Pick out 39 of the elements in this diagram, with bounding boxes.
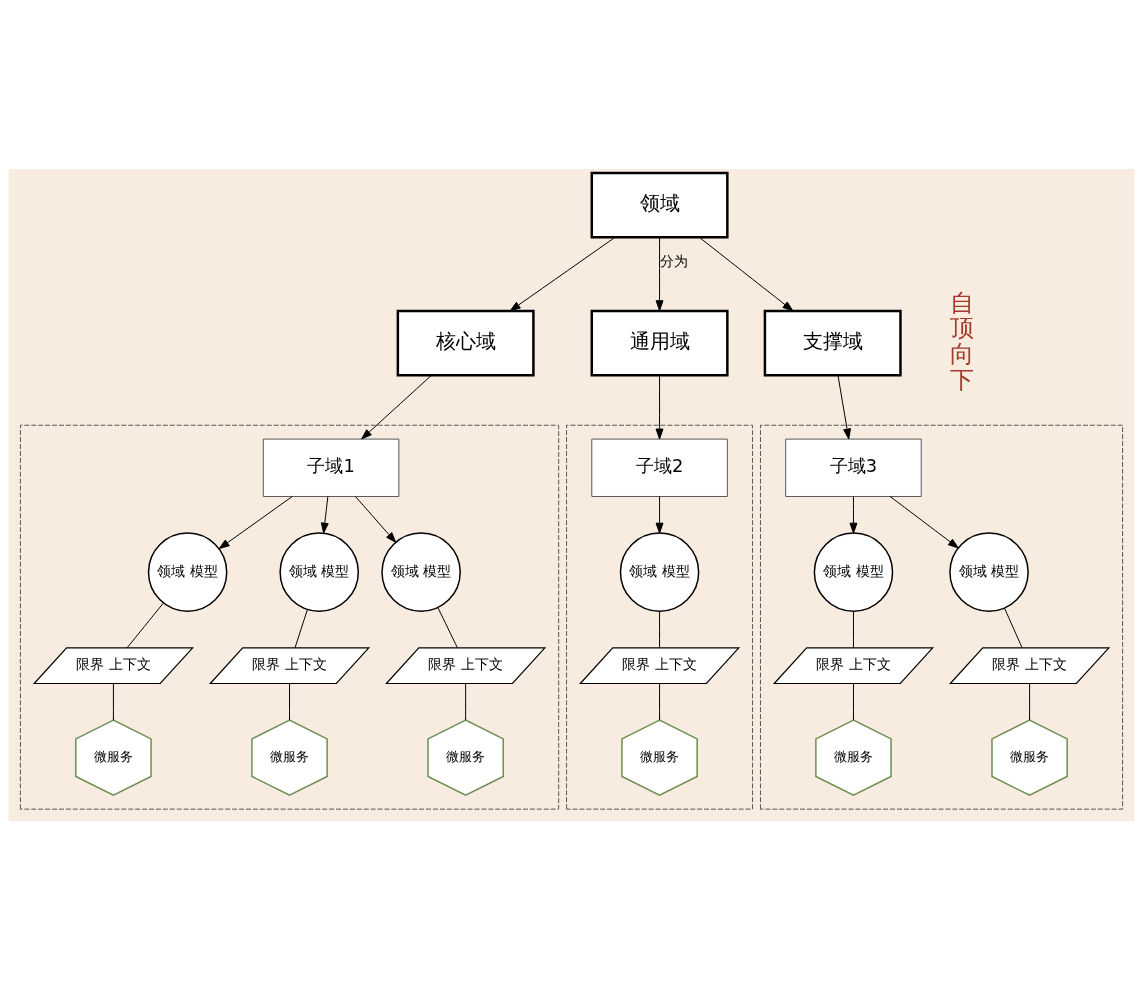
connector <box>659 683 661 721</box>
label: 自顶向下 <box>949 288 974 394</box>
node-box: 核心域 <box>396 309 535 377</box>
arrow <box>361 374 432 440</box>
node-box: 子域3 <box>785 438 922 497</box>
connector <box>465 683 467 721</box>
connector <box>126 602 164 649</box>
arrow <box>320 496 329 534</box>
arrow <box>698 236 794 312</box>
arrow <box>218 496 293 550</box>
arrow <box>849 496 858 534</box>
connector <box>1029 683 1031 721</box>
arrow <box>509 236 616 312</box>
connector <box>437 607 458 649</box>
node-box: 支撑域 <box>763 309 902 377</box>
cluster <box>566 424 754 810</box>
node-box: 子域1 <box>262 438 400 497</box>
arrow <box>655 496 664 534</box>
node-circle: 领域 模型 <box>813 532 894 612</box>
arrow <box>655 236 664 312</box>
arrow <box>837 374 851 440</box>
arrow <box>354 496 397 543</box>
arrow <box>655 374 664 440</box>
connector <box>659 610 661 648</box>
node-circle: 领域 模型 <box>619 532 700 612</box>
connector <box>112 683 114 721</box>
node-box: 通用域 <box>590 309 729 377</box>
connector <box>289 683 291 721</box>
arrow <box>889 496 959 549</box>
node-circle: 领域 模型 <box>279 532 360 612</box>
connector <box>294 609 308 649</box>
node-box: 子域2 <box>591 438 728 497</box>
cluster <box>19 424 560 810</box>
cluster <box>759 424 1124 810</box>
connector <box>852 610 854 648</box>
edge-label: 分为 <box>659 253 688 270</box>
node-box: 领域 <box>590 171 729 239</box>
connector <box>852 683 854 721</box>
connector <box>1004 607 1023 649</box>
